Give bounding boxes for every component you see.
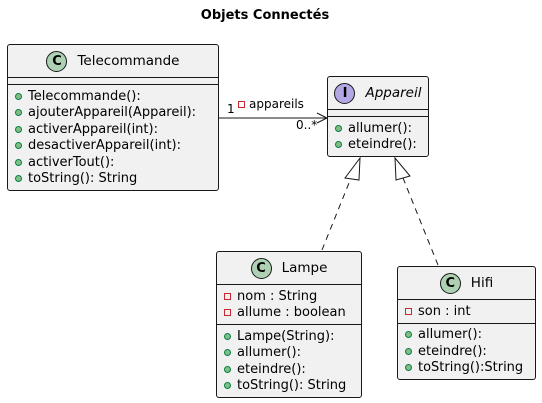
method-text: eteindre(): xyxy=(237,361,306,377)
method-row: toString(): String xyxy=(8,171,218,188)
public-visibility-icon xyxy=(223,378,232,393)
method-text: toString(): String xyxy=(237,378,347,394)
public-visibility-icon xyxy=(223,362,232,377)
public-visibility-icon xyxy=(14,138,23,153)
method-text: eteindre(): xyxy=(418,343,487,359)
method-text: eteindre(): xyxy=(348,137,417,153)
method-row: allumer(): xyxy=(328,120,428,137)
public-visibility-icon xyxy=(14,89,23,104)
method-text: toString():String xyxy=(418,360,524,376)
class-stereotype-icon: C xyxy=(250,257,272,279)
interface-stereotype-icon: I xyxy=(334,82,356,104)
class-lampe[interactable]: C Lampe nom : String allume : boolean La… xyxy=(216,251,362,398)
fields-section xyxy=(328,110,428,117)
method-text: desactiverAppareil(int): xyxy=(28,138,181,154)
association-label: appareils xyxy=(238,97,304,111)
method-row: activerAppareil(int): xyxy=(8,121,218,138)
private-visibility-icon xyxy=(238,100,245,108)
public-visibility-icon xyxy=(404,344,413,359)
private-visibility-icon xyxy=(404,304,413,319)
methods-section: Telecommande(): ajouterAppareil(Appareil… xyxy=(8,85,218,190)
public-visibility-icon xyxy=(404,327,413,342)
method-row: toString(): String xyxy=(217,378,361,395)
public-visibility-icon xyxy=(334,121,343,136)
public-visibility-icon xyxy=(14,155,23,170)
class-name: Telecommande xyxy=(77,53,180,69)
method-row: allumer(): xyxy=(217,345,361,362)
public-visibility-icon xyxy=(14,171,23,186)
method-row: desactiverAppareil(int): xyxy=(8,138,218,155)
method-row: allumer(): xyxy=(398,327,535,344)
method-row: eteindre(): xyxy=(217,361,361,378)
public-visibility-icon xyxy=(404,360,413,375)
method-row: toString():String xyxy=(398,360,535,377)
class-header: C Hifi xyxy=(398,267,535,300)
realization-arrowhead-hifi xyxy=(394,156,411,181)
method-row: eteindre(): xyxy=(398,343,535,360)
field-row: son : int xyxy=(398,303,535,320)
class-header: I Appareil xyxy=(328,77,428,110)
method-row: activerTout(): xyxy=(8,154,218,171)
class-stereotype-icon: C xyxy=(46,50,68,72)
realization-line-hifi xyxy=(402,177,439,266)
public-visibility-icon xyxy=(223,345,232,360)
fields-section xyxy=(8,78,218,85)
method-text: allumer(): xyxy=(348,120,412,136)
method-text: activerAppareil(int): xyxy=(28,121,158,137)
public-visibility-icon xyxy=(14,122,23,137)
method-row: eteindre(): xyxy=(328,137,428,154)
target-multiplicity: 0..* xyxy=(296,118,318,132)
fields-section: son : int xyxy=(398,300,535,324)
class-name: Hifi xyxy=(470,275,494,291)
class-telecommande[interactable]: C Telecommande Telecommande(): ajouterAp… xyxy=(7,44,219,191)
diagram-title: Objets Connectés xyxy=(200,8,330,23)
method-text: Lampe(String): xyxy=(237,328,335,344)
class-header: C Lampe xyxy=(217,252,361,285)
private-visibility-icon xyxy=(223,305,232,320)
field-row: allume : boolean xyxy=(217,305,361,322)
field-text: allume : boolean xyxy=(237,305,346,321)
method-text: allumer(): xyxy=(418,327,482,343)
methods-section: allumer(): eteindre(): toString():String xyxy=(398,324,535,380)
fields-section: nom : String allume : boolean xyxy=(217,285,361,325)
method-row: Telecommande(): xyxy=(8,88,218,105)
method-text: Telecommande(): xyxy=(28,88,141,104)
class-name: Lampe xyxy=(281,260,328,276)
method-text: activerTout(): xyxy=(28,154,115,170)
class-stereotype-icon: C xyxy=(439,272,461,294)
association-label-text: appareils xyxy=(249,97,304,111)
field-row: nom : String xyxy=(217,288,361,305)
method-text: allumer(): xyxy=(237,345,301,361)
public-visibility-icon xyxy=(334,137,343,152)
methods-section: allumer(): eteindre(): xyxy=(328,117,428,156)
realization-line-lampe xyxy=(321,177,352,251)
public-visibility-icon xyxy=(223,329,232,344)
method-row: ajouterAppareil(Appareil): xyxy=(8,105,218,122)
field-text: son : int xyxy=(418,303,471,319)
class-header: C Telecommande xyxy=(8,45,218,78)
class-name: Appareil xyxy=(365,85,422,101)
class-hifi[interactable]: C Hifi son : int allumer(): eteindre(): … xyxy=(397,266,536,380)
field-text: nom : String xyxy=(237,288,318,304)
method-row: Lampe(String): xyxy=(217,328,361,345)
public-visibility-icon xyxy=(14,105,23,120)
realization-arrowhead-lampe xyxy=(344,156,361,181)
source-multiplicity: 1 xyxy=(227,102,235,116)
private-visibility-icon xyxy=(223,289,232,304)
methods-section: Lampe(String): allumer(): eteindre(): to… xyxy=(217,325,361,397)
method-text: toString(): String xyxy=(28,171,138,187)
interface-appareil[interactable]: I Appareil allumer(): eteindre(): xyxy=(327,76,429,157)
method-text: ajouterAppareil(Appareil): xyxy=(28,105,197,121)
